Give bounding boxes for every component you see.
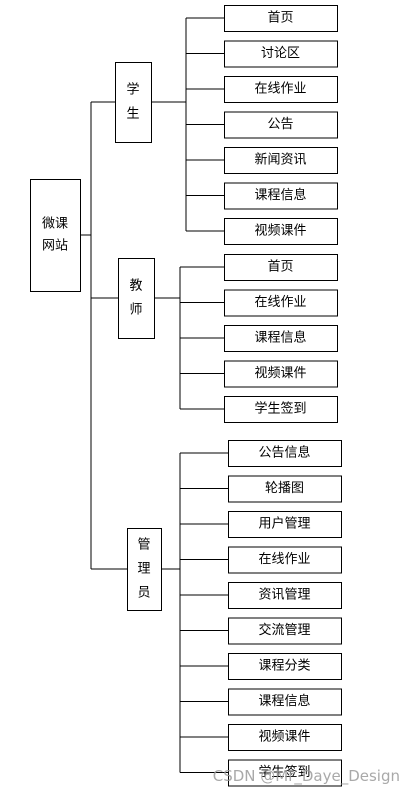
role-student-leaf-box [224, 4, 338, 32]
role-admin-leaf-label: 用户管理 [258, 515, 310, 531]
role-student-leaf-box [224, 40, 338, 68]
role-teacher-leaf-box [224, 253, 338, 281]
role-admin-leaf-box [228, 688, 342, 716]
role-admin-leaf-label: 资讯管理 [258, 587, 310, 602]
role-admin-leaf-box [228, 617, 342, 645]
role-student-leaf-box [224, 217, 338, 245]
role-student-leaf-label: 课程信息 [254, 187, 306, 203]
role-admin-leaf-box [228, 475, 342, 503]
role-admin-leaf-label: 学生签到 [258, 764, 310, 780]
role-teacher-leaf-label: 首页 [267, 259, 293, 274]
role-student-leaf-label: 讨论区 [261, 46, 300, 61]
role-student-label: 学 [126, 82, 139, 98]
role-admin-leaf-box [228, 759, 342, 787]
root-node-label: 微课 [42, 217, 68, 232]
role-teacher-leaf-label: 课程信息 [254, 329, 306, 345]
role-admin-leaf-box [228, 546, 342, 574]
role-teacher-leaf-box [224, 324, 338, 352]
role-admin-leaf-label: 轮播图 [265, 481, 304, 496]
role-admin-leaf-label: 在线作业 [258, 552, 310, 567]
role-student-leaf-box [224, 75, 338, 103]
role-teacher-leaf-label: 学生签到 [254, 400, 306, 416]
role-admin-leaf-label: 交流管理 [258, 622, 310, 638]
role-teacher-leaf-label: 在线作业 [254, 295, 306, 310]
role-teacher-label: 师 [129, 303, 142, 318]
role-admin-box [127, 528, 162, 611]
role-student-box [115, 62, 152, 143]
role-student-label: 生 [126, 107, 139, 122]
role-student-leaf-box [224, 182, 338, 210]
role-admin-leaf-box [228, 439, 342, 467]
role-admin-leaf-label: 课程分类 [258, 658, 310, 673]
role-teacher-leaf-box [224, 289, 338, 317]
role-admin-leaf-label: 课程信息 [258, 693, 310, 709]
role-teacher-leaf-box [224, 395, 338, 423]
role-admin-leaf-box [228, 652, 342, 680]
role-admin-label: 理 [137, 562, 150, 577]
role-student-leaf-label: 视频课件 [254, 223, 306, 238]
role-student-leaf-label: 新闻资讯 [254, 151, 306, 167]
role-teacher-leaf-label: 视频课件 [254, 366, 306, 381]
role-student-leaf-label: 在线作业 [254, 81, 306, 96]
role-admin-leaf-box [228, 581, 342, 609]
role-admin-label: 员 [137, 586, 150, 601]
role-teacher-box [118, 258, 155, 339]
role-admin-leaf-label: 公告信息 [258, 444, 310, 460]
role-student-leaf-label: 公告 [267, 117, 293, 132]
role-student-leaf-label: 首页 [267, 10, 293, 25]
role-admin-leaf-box [228, 723, 342, 751]
role-admin-leaf-box [228, 510, 342, 538]
root-node-box [30, 179, 81, 292]
role-student-leaf-box [224, 111, 338, 139]
role-student-leaf-box [224, 146, 338, 174]
role-admin-label: 管 [137, 538, 150, 553]
root-node-label: 网站 [42, 239, 68, 254]
role-admin-leaf-label: 视频课件 [258, 729, 310, 744]
role-teacher-leaf-box [224, 360, 338, 388]
watermark-text: CSDN @Mr_Daye_Design [213, 767, 400, 786]
role-teacher-label: 教 [129, 278, 142, 294]
